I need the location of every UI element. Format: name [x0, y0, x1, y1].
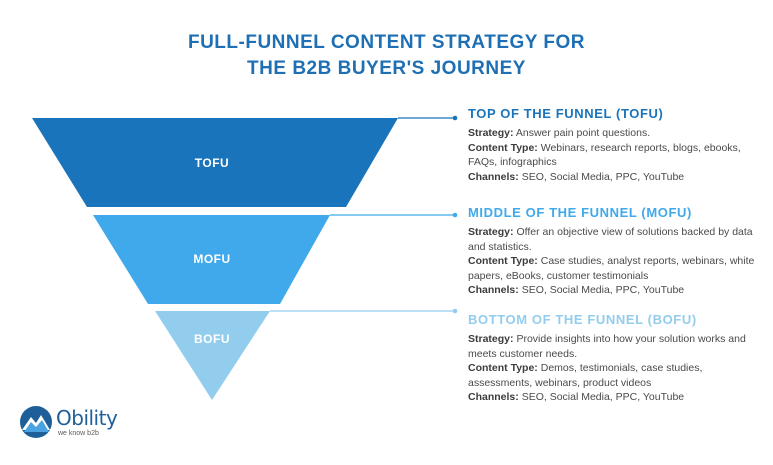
bofu-content-label: Content Type:: [468, 362, 538, 375]
tofu-strategy: Strategy: Answer pain point questions.: [468, 126, 763, 141]
tofu-strategy-label: Strategy:: [468, 127, 514, 139]
mofu-channels-label: Channels:: [468, 284, 519, 297]
tofu-channels: Channels: SEO, Social Media, PPC, YouTub…: [468, 170, 763, 185]
funnel-tofu-label: TOFU: [195, 156, 229, 170]
mofu-strategy-text: Offer an objective view of solutions bac…: [468, 226, 753, 253]
bofu-strategy-text: Provide insights into how your solution …: [468, 333, 746, 360]
funnel-mofu-segment: [93, 215, 330, 304]
bofu-channels-label: Channels:: [468, 391, 519, 404]
mofu-content-text: Case studies, analyst reports, webinars,…: [468, 255, 755, 282]
mofu-channels: Channels: SEO, Social Media, PPC, YouTub…: [468, 283, 763, 298]
funnel-bofu-label: BOFU: [194, 332, 230, 346]
tofu-section: TOP OF THE FUNNEL (TOFU) Strategy: Answe…: [468, 106, 763, 184]
tofu-content-label: Content Type:: [468, 141, 538, 154]
bofu-channels: Channels: SEO, Social Media, PPC, YouTub…: [468, 390, 763, 405]
bofu-strategy: Strategy: Provide insights into how your…: [468, 332, 763, 361]
bofu-content-type: Content Type: Demos, testimonials, case …: [468, 361, 763, 390]
mofu-strategy-label: Strategy:: [468, 226, 514, 238]
mofu-content-type: Content Type: Case studies, analyst repo…: [468, 254, 763, 283]
funnel-bofu-segment: [155, 311, 270, 400]
obility-logo: Obility we know b2b: [18, 404, 128, 444]
title-line-1: FULL-FUNNEL CONTENT STRATEGY FOR: [187, 32, 586, 53]
tofu-content-type: Content Type: Webinars, research reports…: [468, 141, 763, 170]
title-line-2: THE B2B BUYER'S JOURNEY: [247, 58, 526, 79]
bofu-channels-text: SEO, Social Media, PPC, YouTube: [521, 391, 685, 404]
connector-mofu-dot: [452, 212, 458, 218]
mofu-strategy: Strategy: Offer an objective view of sol…: [468, 225, 763, 254]
logo-tagline: we know b2b: [58, 430, 99, 437]
page-title: FULL-FUNNEL CONTENT STRATEGY FOR THE B2B…: [0, 30, 773, 82]
bofu-content-text: Demos, testimonials, case studies, asses…: [468, 362, 703, 389]
mofu-channels-text: SEO, Social Media, PPC, YouTube: [521, 284, 685, 297]
tofu-heading: TOP OF THE FUNNEL (TOFU): [468, 106, 664, 121]
mofu-content-label: Content Type:: [468, 255, 538, 268]
tofu-channels-text: SEO, Social Media, PPC, YouTube: [521, 170, 685, 183]
tofu-strategy-text: Answer pain point questions.: [515, 127, 651, 139]
tofu-content-text: Webinars, research reports, blogs, ebook…: [468, 141, 741, 169]
connector-tofu-dot: [452, 115, 458, 121]
bofu-section: BOTTOM OF THE FUNNEL (BOFU) Strategy: Pr…: [468, 312, 763, 405]
logo-name: Obility: [56, 406, 118, 430]
connector-bofu-dot: [452, 308, 458, 314]
tofu-channels-label: Channels:: [468, 170, 519, 183]
bofu-strategy-label: Strategy:: [468, 333, 514, 345]
bofu-heading: BOTTOM OF THE FUNNEL (BOFU): [468, 312, 697, 327]
funnel-mofu-label: MOFU: [193, 252, 230, 266]
funnel-tofu-segment: [32, 118, 398, 207]
mofu-section: MIDDLE OF THE FUNNEL (MOFU) Strategy: Of…: [468, 205, 763, 298]
mountain-logo-icon: [20, 406, 52, 438]
mofu-heading: MIDDLE OF THE FUNNEL (MOFU): [468, 205, 692, 220]
